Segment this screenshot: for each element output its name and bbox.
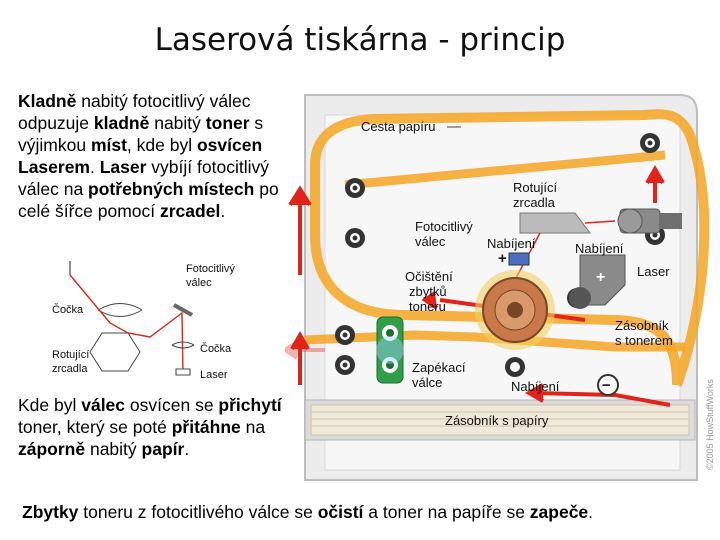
paragraph-1-segment: kladně	[94, 113, 149, 133]
label-zasobnik-papir: Zásobník s papíry	[445, 413, 549, 428]
paragraph-1-segment: Laser	[100, 157, 147, 177]
page-title: Laserová tiskárna - princip	[0, 22, 720, 58]
minus-sign: −	[602, 377, 611, 394]
small-label-cocka-right: Čočka	[200, 342, 232, 355]
paragraph-1-segment: , kde byl	[127, 135, 197, 155]
label-laser: Laser	[637, 264, 670, 279]
paragraph-1-segment: .	[90, 157, 100, 177]
paragraph-1-segment: potřebných místech	[88, 179, 254, 199]
paragraph-2-segment: záporně	[18, 439, 85, 459]
paragraph-2-segment: Kde byl	[18, 395, 81, 415]
small-label-valec-1: Fotocitlivý	[186, 263, 235, 275]
paragraph-2-segment: papír	[142, 439, 185, 459]
copyright-text: ©2005 HowStuffWorks	[705, 379, 715, 470]
small-label-valec-2: válec	[186, 277, 212, 289]
paragraph-2-segment: .	[184, 439, 189, 459]
label-nabijeni-right: Nabíjení	[575, 241, 624, 256]
paragraph-1-segment: toner	[206, 113, 250, 133]
photosensitive-drum	[475, 270, 555, 350]
small-label-cocka-left: Čočka	[52, 303, 84, 316]
paragraph-3-segment: zapeče	[530, 502, 588, 522]
paragraph-2-segment: na	[241, 417, 265, 437]
label-ocisteni-3: toneru	[409, 299, 446, 314]
paragraph-1-segment: Kladně	[18, 91, 76, 111]
laser-source	[176, 369, 190, 375]
small-label-laser: Laser	[200, 369, 228, 381]
paragraph-3-segment: .	[588, 502, 593, 522]
paragraph-2-segment: osvícen se	[125, 395, 218, 415]
optics-diagram: Fotocitlivý válec Čočka Rotující zrcadla…	[40, 255, 250, 390]
plus-sign-top: +	[498, 250, 507, 267]
label-nabijeni-bottom: Nabíjení	[511, 379, 560, 394]
small-label-zrcadla-1: Rotující	[52, 349, 89, 361]
fuser-rollers	[376, 317, 404, 383]
paragraph-1-segment: nabitý	[149, 113, 205, 133]
small-label-zrcadla-2: zrcadla	[52, 363, 88, 375]
paragraph-2-segment: přitáhne	[172, 417, 241, 437]
label-cesta-papiru: Cesta papíru	[361, 119, 435, 134]
paragraph-3-segment: Zbytky	[22, 502, 78, 522]
paragraph-1-segment: zrcadel	[160, 201, 220, 221]
rotating-mirror-hexagon	[90, 333, 140, 371]
fixed-mirror	[174, 305, 192, 315]
lens-left	[98, 304, 142, 317]
label-fotocitlivy-valec-2: válec	[415, 234, 446, 249]
paragraph-1-segment: míst	[91, 135, 127, 155]
printer-diagram: Zásobník s papíry Laser	[285, 85, 720, 490]
paragraph-cleaning-fusing: Zbytky toneru z fotocitlivého válce se o…	[22, 501, 712, 523]
paragraph-toner-transfer: Kde byl válec osvícen se přichytí toner,…	[18, 394, 298, 460]
label-zasobnik-toner-2: s tonerem	[615, 333, 673, 348]
paragraph-2-segment: nabitý	[85, 439, 141, 459]
paragraph-charging: Kladně nabitý fotocitlivý válec odpuzuje…	[18, 90, 308, 222]
paragraph-3-segment: toneru z fotocitlivého válce se	[78, 502, 317, 522]
label-ocisteni-1: Očištění	[405, 269, 453, 284]
paragraph-1-segment: .	[220, 201, 225, 221]
paragraph-2-segment: přichytí	[218, 395, 281, 415]
label-nabijeni-top: Nabíjení	[487, 236, 536, 251]
plus-sign-cartridge: +	[596, 269, 605, 286]
label-rotujici-zrcadla-1: Rotující	[513, 180, 557, 195]
transfer-roller	[505, 357, 525, 377]
label-rotujici-zrcadla-2: zrcadla	[513, 195, 556, 210]
charging-unit-top	[509, 253, 529, 265]
label-zapekaci-2: válce	[412, 375, 442, 390]
paragraph-3-segment: očistí	[318, 502, 364, 522]
paragraph-2-segment: toner, který se poté	[18, 417, 172, 437]
label-zapekaci-1: Zapékací	[412, 360, 466, 375]
paragraph-3-segment: a toner na papíře se	[363, 502, 529, 522]
paragraph-2-segment: válec	[81, 395, 125, 415]
label-ocisteni-2: zbytků	[409, 284, 447, 299]
label-zasobnik-toner-1: Zásobník	[615, 318, 669, 333]
label-fotocitlivy-valec-1: Fotocitlivý	[415, 219, 473, 234]
